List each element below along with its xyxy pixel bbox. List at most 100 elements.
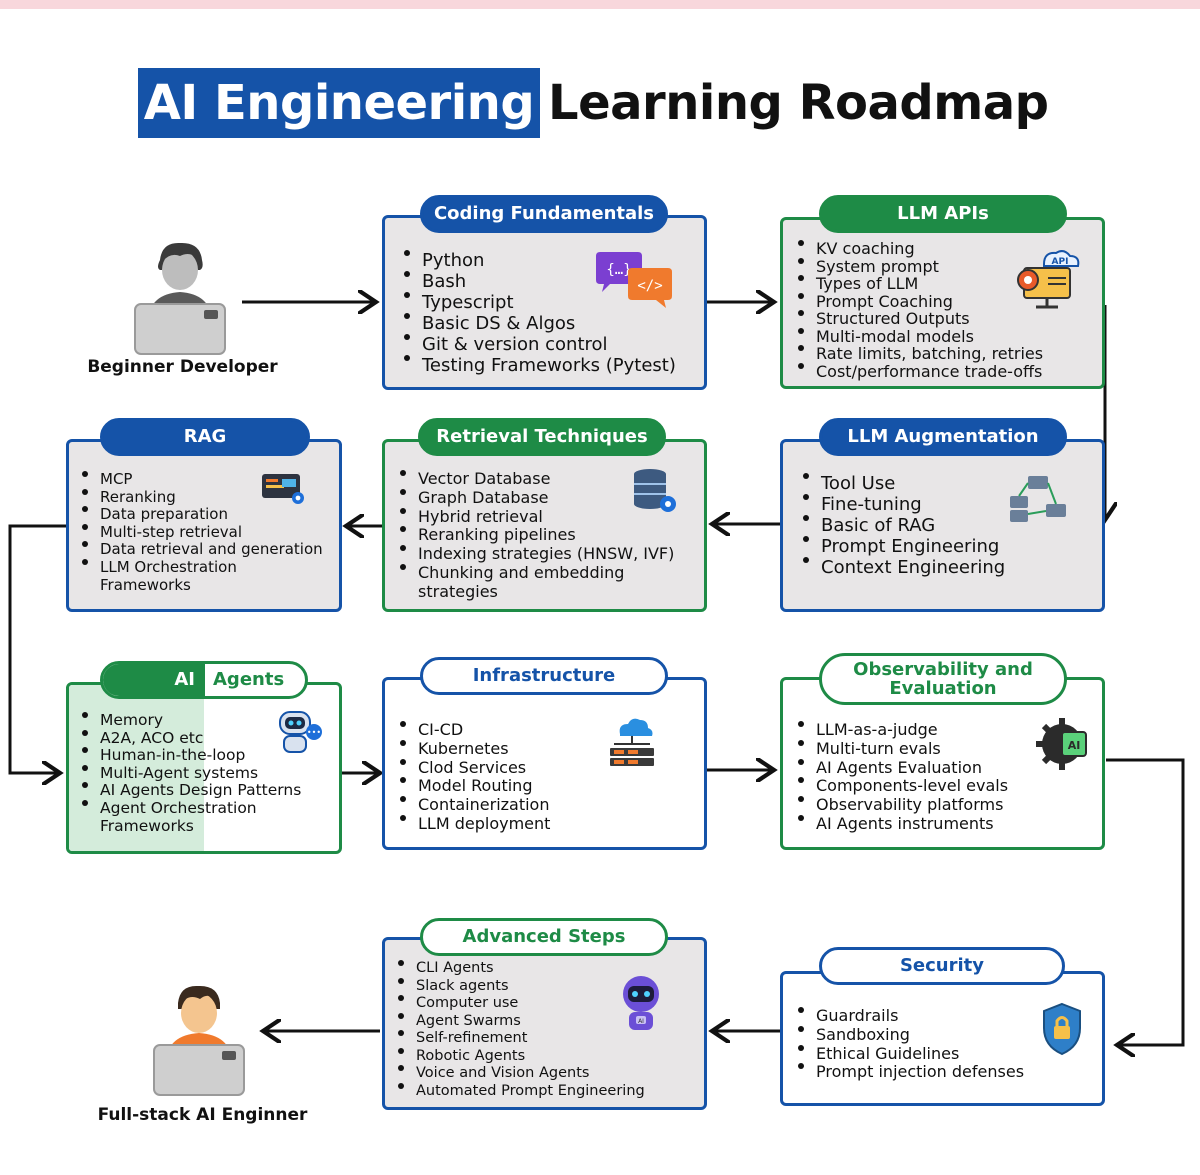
list-item: Reranking xyxy=(80,488,323,507)
list-item: Structured Outputs xyxy=(796,310,1043,328)
list-item: Containerization xyxy=(398,795,550,815)
observability-list: LLM-as-a-judge Multi-turn evals AI Agent… xyxy=(796,720,1008,834)
list-item: Computer use xyxy=(396,995,645,1013)
observability-title: Observability and Evaluation xyxy=(819,653,1067,705)
list-item: Model Routing xyxy=(398,777,550,796)
arrow-rag-to-agents xyxy=(8,524,66,773)
list-item: Types of LLM xyxy=(796,275,1043,293)
list-item: Automated Prompt Engineering xyxy=(396,1082,645,1101)
top-accent-bar xyxy=(0,0,1200,9)
ai-agents-title-fill xyxy=(103,664,205,696)
svg-text:</>: </> xyxy=(637,278,662,294)
advanced-steps-title: Advanced Steps xyxy=(420,918,668,956)
dashboard-gear-icon xyxy=(260,472,306,506)
title-highlight: AI Engineering xyxy=(138,68,540,138)
list-item: Tool Use xyxy=(801,473,1005,494)
list-item: Testing Frameworks (Pytest) xyxy=(402,355,676,376)
rag-title: RAG xyxy=(100,418,310,456)
list-item: Indexing strategies (HNSW, IVF) xyxy=(398,544,674,564)
coding-fundamentals-list: Python Bash Typescript Basic DS & Algos … xyxy=(402,250,676,376)
list-item: AI Agents Evaluation xyxy=(796,758,1008,778)
list-item: Data preparation xyxy=(80,506,323,524)
retrieval-techniques-list: Vector Database Graph Database Hybrid re… xyxy=(398,469,674,602)
llm-apis-list: KV coaching System prompt Types of LLM P… xyxy=(796,240,1043,380)
list-item: KV coaching xyxy=(796,240,1043,258)
list-item: Guardrails xyxy=(796,1006,1024,1026)
svg-text:API: API xyxy=(1052,257,1069,267)
list-item: Agent Swarms xyxy=(396,1012,645,1031)
advanced-steps-list: CLI Agents Slack agents Computer use Age… xyxy=(396,960,645,1100)
retrieval-techniques-title: Retrieval Techniques xyxy=(418,418,666,456)
svg-text:AI: AI xyxy=(1068,739,1081,752)
code-chat-icon: {…} </> xyxy=(592,250,674,312)
list-item: Clod Services xyxy=(398,758,550,778)
llm-augmentation-list: Tool Use Fine-tuning Basic of RAG Prompt… xyxy=(801,473,1005,578)
list-item: AI Agents Design Patterns xyxy=(80,782,301,800)
list-item: Observability platforms xyxy=(796,795,1008,815)
list-item: Multi-modal models xyxy=(796,327,1043,346)
svg-text:AI: AI xyxy=(638,1018,644,1025)
retrieval-techniques-box xyxy=(382,439,707,612)
llm-apis-title: LLM APIs xyxy=(819,195,1067,233)
list-item: Memory xyxy=(80,711,301,730)
database-gear-icon xyxy=(630,466,678,516)
fullstack-engineer-icon xyxy=(148,983,248,1097)
observability-title-text: Observability and Evaluation xyxy=(853,659,1033,699)
beginner-developer-label: Beginner Developer xyxy=(87,357,278,377)
llm-apis-box xyxy=(780,217,1105,389)
list-item: Fine-tuning xyxy=(801,494,1005,515)
beginner-developer-icon xyxy=(130,238,230,356)
list-item: Components-level evals xyxy=(796,777,1008,796)
list-item: Ethical Guidelines xyxy=(796,1044,1024,1064)
list-item: Hybrid retrieval xyxy=(398,507,674,527)
coding-fundamentals-title: Coding Fundamentals xyxy=(420,195,668,233)
list-item: Vector Database xyxy=(398,469,674,489)
list-item: Multi-step retrieval xyxy=(80,523,323,542)
list-item: Basic of RAG xyxy=(801,515,1005,536)
list-item: Self-refinement xyxy=(396,1030,645,1048)
robot-ai-icon: AI xyxy=(612,972,670,1032)
svg-text:{…}: {…} xyxy=(606,262,631,278)
coding-fundamentals-box xyxy=(382,215,707,390)
list-item: Prompt injection defenses xyxy=(796,1063,1024,1082)
list-item: CLI Agents xyxy=(396,960,645,978)
title-rest: Learning Roadmap xyxy=(548,75,1049,131)
list-item: Kubernetes xyxy=(398,739,550,759)
security-title: Security xyxy=(819,947,1065,985)
list-item: Context Engineering xyxy=(801,557,1005,578)
list-item: Cost/performance trade-offs xyxy=(796,362,1043,381)
list-item: Agent Orchestration Frameworks xyxy=(80,799,280,835)
list-item: LLM deployment xyxy=(398,814,550,834)
robot-icon: ••• xyxy=(272,706,324,756)
security-list: Guardrails Sandboxing Ethical Guidelines… xyxy=(796,1006,1024,1082)
list-item: Robotic Agents xyxy=(396,1047,645,1066)
ai-agents-highlight xyxy=(69,685,204,851)
server-network-icon xyxy=(1008,474,1068,524)
list-item: LLM-as-a-judge xyxy=(796,720,1008,740)
shield-lock-icon xyxy=(1040,1002,1084,1056)
list-item: Prompt Coaching xyxy=(796,292,1043,311)
list-item: Multi-turn evals xyxy=(796,739,1008,759)
list-item: Rate limits, batching, retries xyxy=(796,345,1043,363)
llm-augmentation-box xyxy=(780,439,1105,612)
list-item: AI Agents instruments xyxy=(796,814,1008,834)
list-item: Human-in-the-loop xyxy=(80,747,301,765)
cloud-server-icon xyxy=(606,716,658,770)
list-item: Reranking pipelines xyxy=(398,526,674,545)
infrastructure-title: Infrastructure xyxy=(420,657,668,695)
list-item: System prompt xyxy=(796,257,1043,276)
list-item: Graph Database xyxy=(398,488,674,508)
list-item: LLM Orchestration Frameworks xyxy=(80,558,270,594)
list-item: Python xyxy=(402,250,676,271)
list-item: Multi-Agent systems xyxy=(80,764,301,783)
observability-box xyxy=(780,677,1105,850)
list-item: Basic DS & Algos xyxy=(402,313,676,334)
svg-text:•••: ••• xyxy=(307,728,321,737)
page-title: AI Engineering Learning Roadmap xyxy=(0,62,1200,142)
ai-agents-title-b: Agents xyxy=(213,669,285,690)
rag-list: MCP Reranking Data preparation Multi-ste… xyxy=(80,470,323,594)
ai-agents-title: AI Agents xyxy=(100,661,308,699)
list-item: Git & version control xyxy=(402,334,676,355)
ai-agents-list: Memory A2A, ACO etc Human-in-the-loop Mu… xyxy=(80,711,301,835)
ai-agents-title-a: AI xyxy=(174,669,195,690)
